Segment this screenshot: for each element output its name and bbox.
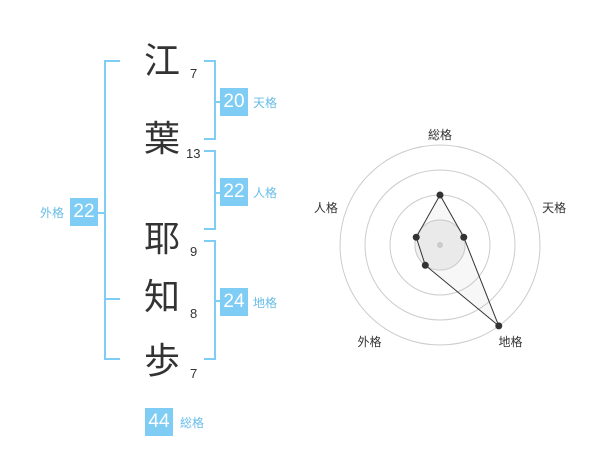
name-char-3: 耶 xyxy=(143,219,180,260)
radar-axis-label-3: 地格 xyxy=(499,334,523,349)
stroke-count-2: 13 xyxy=(186,146,201,161)
tenkaku-value: 20 xyxy=(220,88,248,116)
stroke-count-4: 8 xyxy=(190,306,198,321)
gaikaku-label: 外格 xyxy=(40,206,65,220)
radar-point-4 xyxy=(421,261,429,269)
radar-ring-4 xyxy=(339,144,541,346)
gaikaku-value: 22 xyxy=(70,198,98,226)
jinkaku-value: 22 xyxy=(220,178,248,206)
jinkaku-label: 人格 xyxy=(253,186,278,200)
soukaku-value: 44 xyxy=(145,408,173,436)
chikaku-value: 24 xyxy=(220,288,248,316)
radar-axis-label-1: 総格 xyxy=(428,127,452,142)
radar-axis-label-2: 天格 xyxy=(542,200,566,215)
radar-ring-3 xyxy=(364,169,516,321)
tenkaku-label: 天格 xyxy=(253,96,278,110)
radar-point-3 xyxy=(495,322,503,330)
chikaku-label: 地格 xyxy=(253,296,278,310)
stroke-count-5: 7 xyxy=(190,366,198,381)
name-char-4: 知 xyxy=(143,277,180,318)
stroke-count-1: 7 xyxy=(190,66,198,81)
soukaku-label: 総格 xyxy=(180,416,205,430)
name-char-1: 江 xyxy=(143,41,180,82)
radar-point-2 xyxy=(460,233,468,241)
radar-axis-label-4: 外格 xyxy=(357,334,381,349)
name-char-5: 歩 xyxy=(143,341,180,382)
stroke-count-3: 9 xyxy=(190,244,198,259)
radar-point-1 xyxy=(436,191,444,199)
radar-center xyxy=(437,242,443,248)
radar-series-polygon xyxy=(415,193,500,327)
radar-axis-label-5: 人格 xyxy=(314,200,338,215)
radar-point-5 xyxy=(412,233,420,241)
name-char-2: 葉 xyxy=(143,119,180,160)
